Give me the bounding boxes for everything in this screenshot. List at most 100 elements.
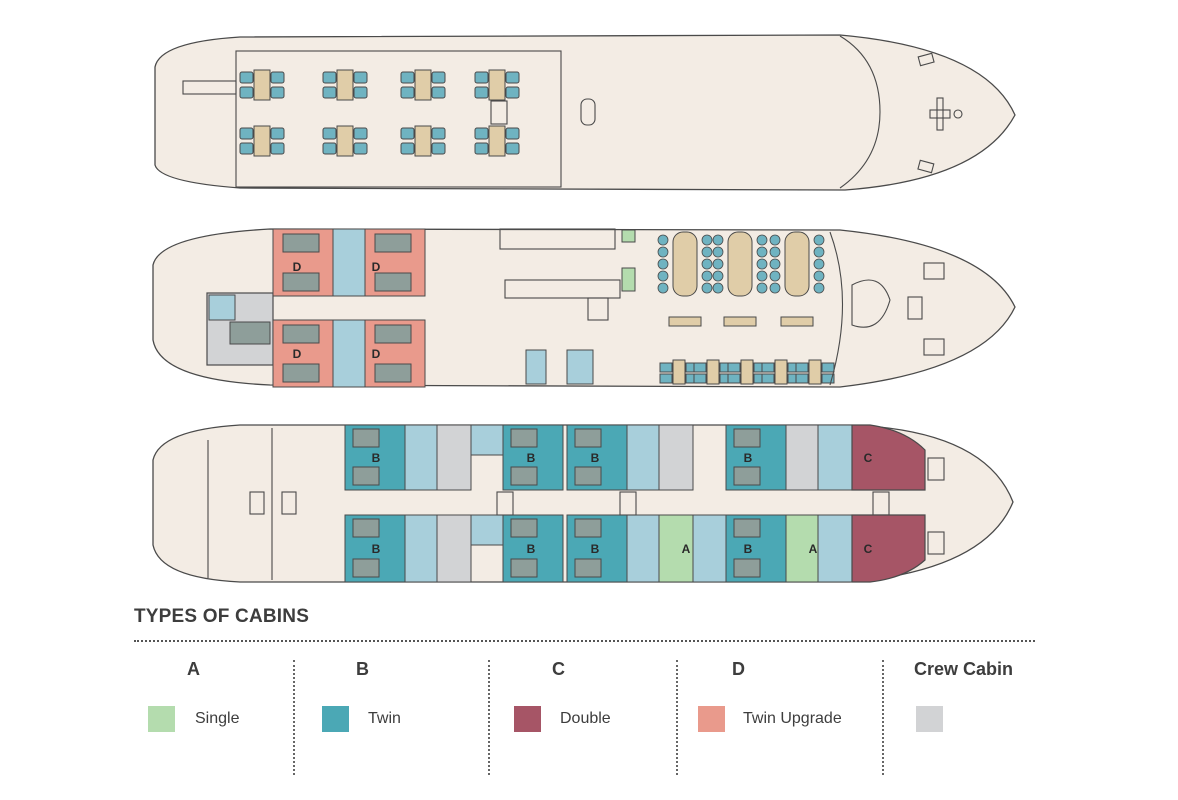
- bed: [282, 233, 320, 253]
- chair: [813, 246, 825, 258]
- cabin-label-lower-top: B: [527, 451, 536, 465]
- bed: [352, 428, 380, 448]
- chair: [813, 282, 825, 294]
- cabin-bathroom: [470, 514, 504, 546]
- legend-title: TYPES OF CABINS: [134, 606, 310, 627]
- lower-deck-stairs-1: [496, 491, 514, 516]
- main-deck-wc-1: [525, 349, 547, 385]
- lounge-table: [706, 359, 720, 385]
- chair: [505, 142, 520, 155]
- chair: [474, 71, 489, 84]
- chair: [322, 127, 337, 140]
- table: [336, 69, 354, 101]
- chair: [400, 127, 415, 140]
- chair: [270, 142, 285, 155]
- galley: [499, 228, 616, 250]
- bed: [352, 558, 380, 578]
- sun-deck-mast: [917, 52, 963, 174]
- lower-deck-bow-vent-2: [927, 531, 945, 555]
- bed: [733, 428, 761, 448]
- chair: [431, 86, 446, 99]
- sun-deck: [154, 34, 1016, 191]
- cabin-bathroom: [332, 319, 366, 388]
- chair: [322, 86, 337, 99]
- chair: [353, 71, 368, 84]
- chair: [431, 127, 446, 140]
- chair: [659, 362, 673, 373]
- chair: [769, 282, 781, 294]
- table: [488, 125, 506, 157]
- bed: [374, 324, 412, 344]
- chair: [657, 258, 669, 270]
- cabin-label-twin-upgrade: D: [372, 260, 381, 274]
- chair: [795, 373, 809, 384]
- chair: [239, 86, 254, 99]
- chair: [712, 270, 724, 282]
- dining-table: [784, 231, 810, 297]
- legend-item-twin-upgrade: D Twin Upgrade: [684, 656, 874, 774]
- legend-label: Double: [560, 710, 611, 727]
- bed: [510, 466, 538, 486]
- bed: [352, 518, 380, 538]
- sun-deck-stairs: [490, 100, 508, 125]
- legend-separator: [676, 660, 678, 775]
- main-deck-bow-line: [829, 231, 843, 386]
- bed: [374, 363, 412, 383]
- bed: [574, 558, 602, 578]
- chair: [270, 127, 285, 140]
- lower-cabin: [658, 424, 694, 491]
- lounge-table: [808, 359, 822, 385]
- lower-cabin: [436, 424, 472, 491]
- chair: [756, 258, 768, 270]
- chair: [813, 234, 825, 246]
- main-deck-bow-hatch: [907, 296, 923, 320]
- chair: [813, 270, 825, 282]
- sun-deck-hull: [154, 34, 1016, 191]
- sun-deck-bow-line: [839, 35, 881, 189]
- table: [253, 125, 271, 157]
- lower-deck-bow-vent-1: [927, 457, 945, 481]
- chair: [322, 142, 337, 155]
- cabin-label-twin-upgrade: D: [293, 347, 302, 361]
- main-deck-crew-bed: [229, 321, 271, 345]
- cabin-label-lower-top: C: [864, 451, 873, 465]
- legend-code: B: [356, 659, 369, 679]
- chair: [761, 373, 775, 384]
- legend-label: Twin Upgrade: [743, 710, 842, 727]
- chair: [756, 270, 768, 282]
- bed: [733, 518, 761, 538]
- chair: [322, 71, 337, 84]
- legend-item-double: C Double: [500, 656, 670, 774]
- chair: [400, 71, 415, 84]
- sun-deck-seating-area: [235, 50, 562, 188]
- lower-cabin: [404, 514, 438, 583]
- chair: [474, 86, 489, 99]
- cabin-bathroom: [332, 228, 366, 297]
- cabin-label-twin-upgrade: D: [372, 347, 381, 361]
- chair: [727, 373, 741, 384]
- lower-deck-double-bottom: [851, 514, 926, 583]
- cabin-label-twin-upgrade: D: [293, 260, 302, 274]
- legend-item-twin: B Twin: [306, 656, 476, 774]
- chair: [657, 246, 669, 258]
- lower-cabin: [436, 514, 472, 583]
- legend-label: Single: [195, 710, 240, 727]
- cabin-label-lower-bottom: B: [527, 542, 536, 556]
- chair: [756, 246, 768, 258]
- bed: [574, 428, 602, 448]
- lower-cabin: [626, 514, 660, 583]
- bed: [282, 324, 320, 344]
- chair: [270, 71, 285, 84]
- legend-code: Crew Cabin: [914, 659, 1014, 679]
- dining-table: [672, 231, 698, 297]
- bed: [510, 518, 538, 538]
- chair: [353, 127, 368, 140]
- chair: [712, 246, 724, 258]
- chair: [795, 362, 809, 373]
- chair: [701, 270, 713, 282]
- cabin-label-lower-bottom: B: [744, 542, 753, 556]
- chair: [701, 282, 713, 294]
- legend-swatch-twin-upgrade: [698, 706, 725, 732]
- main-deck-wheelhouse: [851, 279, 891, 328]
